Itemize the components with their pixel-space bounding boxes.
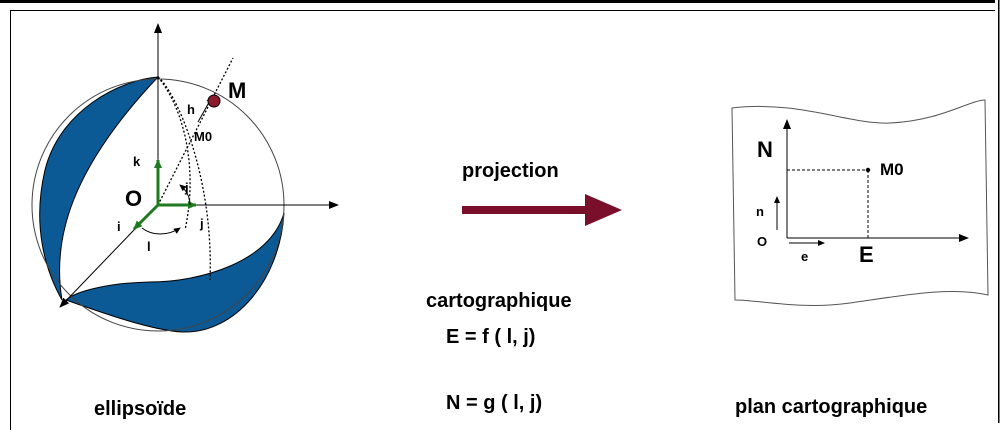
- label-latitude: j: [185, 180, 189, 195]
- longitude-angle-arc: [141, 227, 181, 235]
- caption-projection: projection: [462, 160, 559, 182]
- ellipsoid-figure: [31, 23, 339, 333]
- unit-vector-i: [132, 203, 160, 231]
- projection-arrow-shaft: [462, 206, 590, 214]
- inner-frame-border: [10, 10, 1006, 430]
- latitude-angle-arc: [179, 184, 191, 206]
- label-origin: O: [125, 186, 143, 211]
- label-point-m0: M0: [194, 129, 213, 144]
- meridian-arc: [157, 76, 211, 281]
- caption-ellipsoid: ellipsoïde: [94, 398, 187, 420]
- label-unit-j: j: [200, 216, 204, 231]
- formula-e: E = f ( l, j): [446, 326, 536, 348]
- label-longitude: l: [147, 239, 151, 254]
- label-unit-i: i: [117, 219, 121, 234]
- plane-m0-marker: [865, 167, 871, 173]
- formula-n: N = g ( l, j): [446, 392, 543, 414]
- label-height: h: [187, 102, 195, 117]
- point-m-marker: [207, 94, 221, 108]
- label-plane-origin: O: [757, 234, 768, 249]
- label-unit-n: n: [756, 204, 764, 219]
- caption-map-plane: plan cartographique: [735, 396, 928, 418]
- label-plane-north: N: [757, 137, 773, 162]
- meridian-arc-inner: [157, 76, 191, 231]
- map-plane-figure: [731, 99, 989, 306]
- projection-arrow-head: [585, 194, 622, 226]
- normal-line: [157, 57, 234, 206]
- label-unit-e: e: [801, 249, 809, 264]
- right-frame-border: [995, 0, 1006, 423]
- label-plane-east: E: [859, 242, 874, 267]
- label-point-m: M: [228, 78, 247, 103]
- caption-cartographic: cartographique: [426, 290, 572, 312]
- projection-arrow: [462, 194, 622, 226]
- label-unit-k: k: [133, 154, 141, 169]
- map-sheet-outline: [731, 99, 989, 306]
- label-plane-m0: M0: [880, 160, 904, 179]
